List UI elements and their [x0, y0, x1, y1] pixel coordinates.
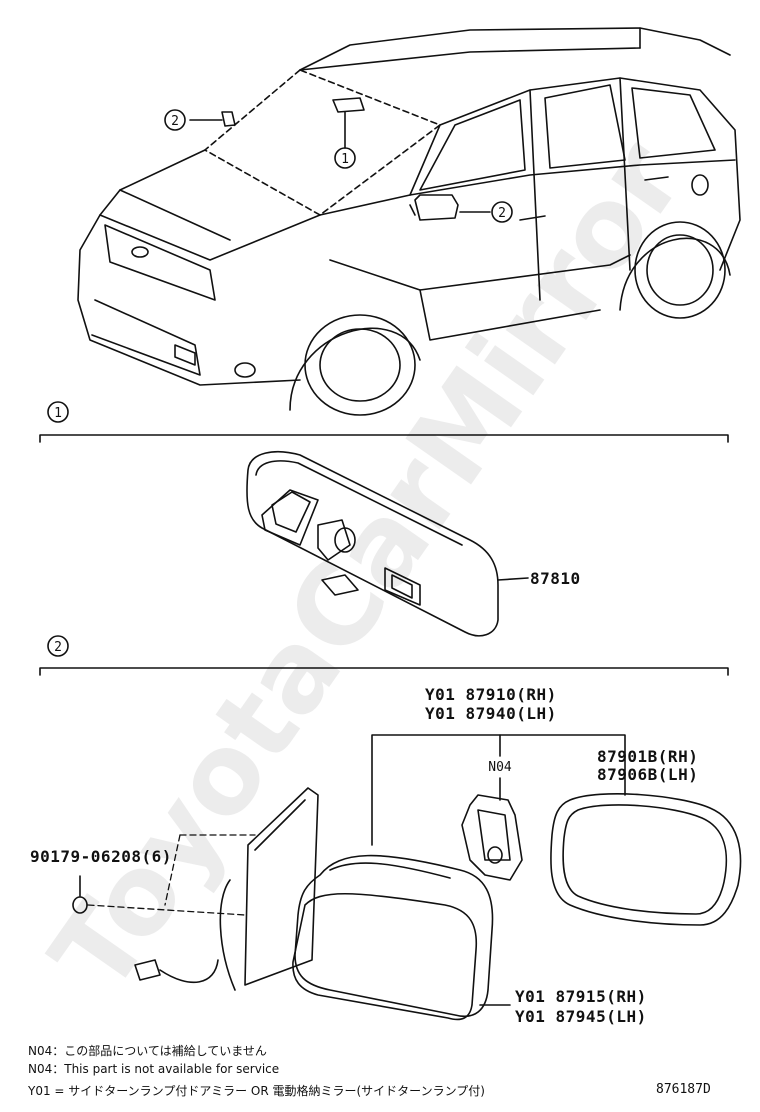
- mirror-base-drawing: [134, 787, 319, 991]
- part-rear-view-mirror: 87810: [530, 569, 581, 588]
- section-2-label: 2: [54, 640, 62, 655]
- note-n04-english: N04：This part is not available for servi…: [28, 1062, 280, 1076]
- part-cover-lh: Y01 87945(LH): [515, 1007, 647, 1026]
- section-2-circle: [47, 635, 69, 657]
- section-1-bracket: [39, 434, 729, 443]
- mirror-housing-drawing: [292, 854, 494, 1021]
- part-mirror-glass-lh: 87906B(LH): [597, 765, 698, 784]
- part-cover-rh: Y01 87915(RH): [515, 987, 647, 1006]
- part-door-mirror-lh: Y01 87940(LH): [425, 704, 557, 723]
- note-n04-japanese: N04：この部品については補給していません: [28, 1044, 267, 1058]
- mirror-glass-drawing: [550, 793, 742, 926]
- car-illustration: [77, 27, 741, 416]
- part-mirror-glass-rh: 87901B(RH): [597, 747, 698, 766]
- figure-code: 876187D: [656, 1082, 711, 1097]
- callout-2-label-car-pillar: 2: [171, 114, 179, 129]
- screw-drawing: [72, 875, 88, 914]
- part-screw: 90179-06208(6): [30, 847, 172, 866]
- rear-view-mirror-drawing: [246, 450, 529, 637]
- callout-1-circle-car: [334, 147, 356, 169]
- part-door-mirror-rh: Y01 87910(RH): [425, 685, 557, 704]
- section-2-bracket: [39, 667, 729, 676]
- mirror-actuator-drawing: [461, 794, 523, 881]
- section-1-label: 1: [54, 406, 62, 421]
- note-y01: Y01 = サイドターンランプ付ドアミラー OR 電動格納ミラー(サイドターンラ…: [28, 1084, 485, 1098]
- watermark-text: ToyotaCarMirror: [26, 118, 707, 1014]
- callout-1-label-car: 1: [341, 152, 349, 167]
- callout-2-circle-car-door: [491, 201, 513, 223]
- callout-2-circle-car-pillar: [164, 109, 186, 131]
- section-1-circle: [47, 401, 69, 423]
- part-n04: N04: [488, 760, 512, 775]
- callout-2-label-car-door: 2: [498, 206, 506, 221]
